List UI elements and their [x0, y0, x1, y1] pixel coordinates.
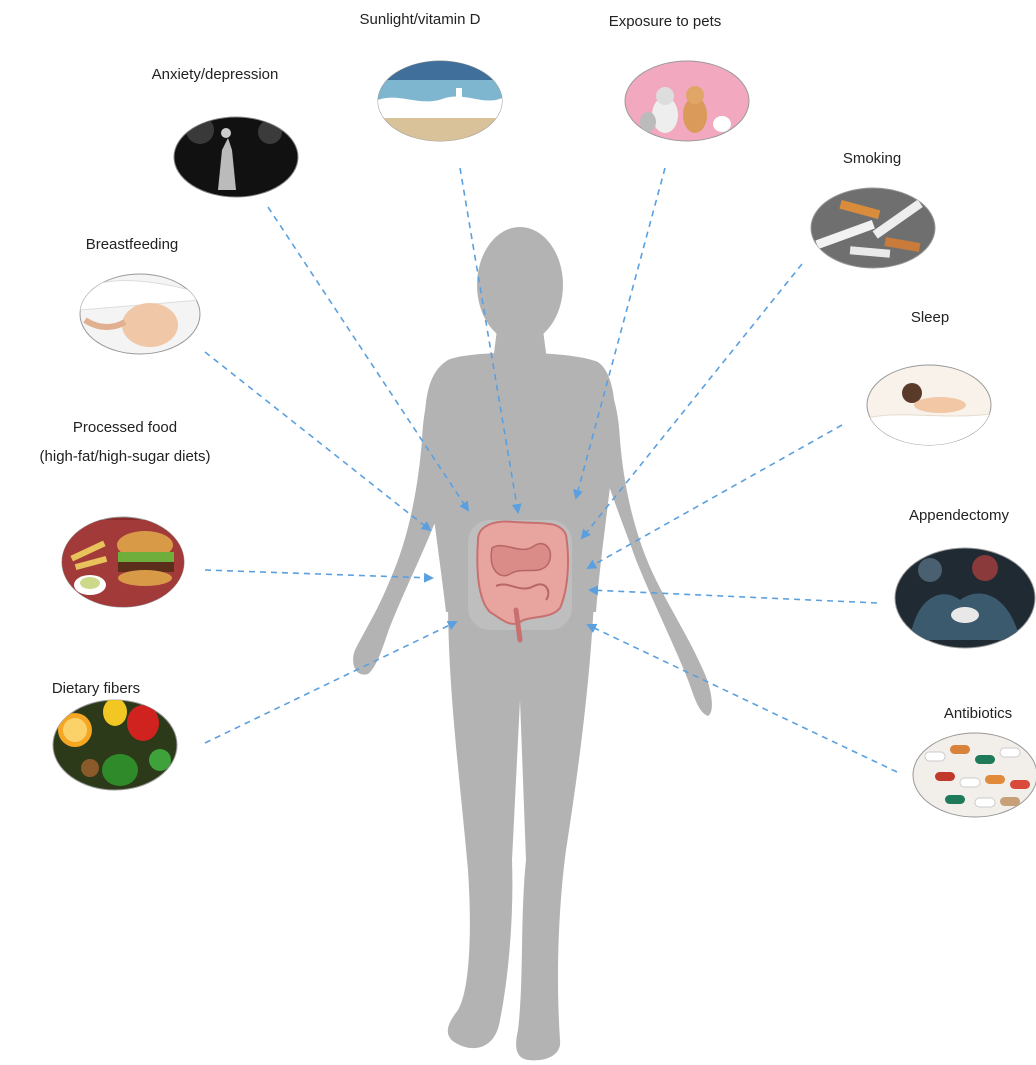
pets-photo-icon	[625, 61, 749, 141]
label-processed-line2: (high-fat/high-sugar diets)	[40, 448, 211, 465]
sleeping-woman-photo-icon	[867, 365, 992, 446]
label-breastfeeding: Breastfeeding	[86, 236, 179, 253]
arrow-appendectomy	[590, 590, 877, 603]
label-processed-line1: Processed food	[73, 419, 177, 436]
label-anxiety: Anxiety/depression	[152, 66, 279, 83]
burger-photo-icon	[62, 517, 184, 610]
baby-photo-icon	[80, 274, 200, 354]
arrow-smoking	[582, 264, 802, 538]
label-fibers: Dietary fibers	[52, 680, 140, 697]
pills-photo-icon	[913, 733, 1036, 817]
human-silhouette	[353, 227, 712, 1060]
label-appendectomy: Appendectomy	[909, 507, 1010, 524]
intestines	[468, 520, 572, 640]
label-sleep: Sleep	[911, 309, 949, 326]
arrow-anxiety	[268, 207, 468, 510]
beach-photo-icon	[378, 60, 502, 142]
label-pets: Exposure to pets	[609, 13, 722, 30]
label-smoking: Smoking	[843, 150, 901, 167]
arrow-fibers	[205, 622, 456, 743]
label-antibiotics: Antibiotics	[944, 705, 1012, 722]
dancer-dark-photo-icon	[174, 116, 298, 197]
vegetables-photo-icon	[53, 698, 177, 790]
arrow-antibiotics	[588, 625, 897, 772]
cigarettes-photo-icon	[811, 188, 935, 268]
label-sunlight: Sunlight/vitamin D	[360, 11, 481, 28]
arrow-breastfeeding	[205, 352, 430, 530]
surgery-photo-icon	[895, 548, 1035, 648]
